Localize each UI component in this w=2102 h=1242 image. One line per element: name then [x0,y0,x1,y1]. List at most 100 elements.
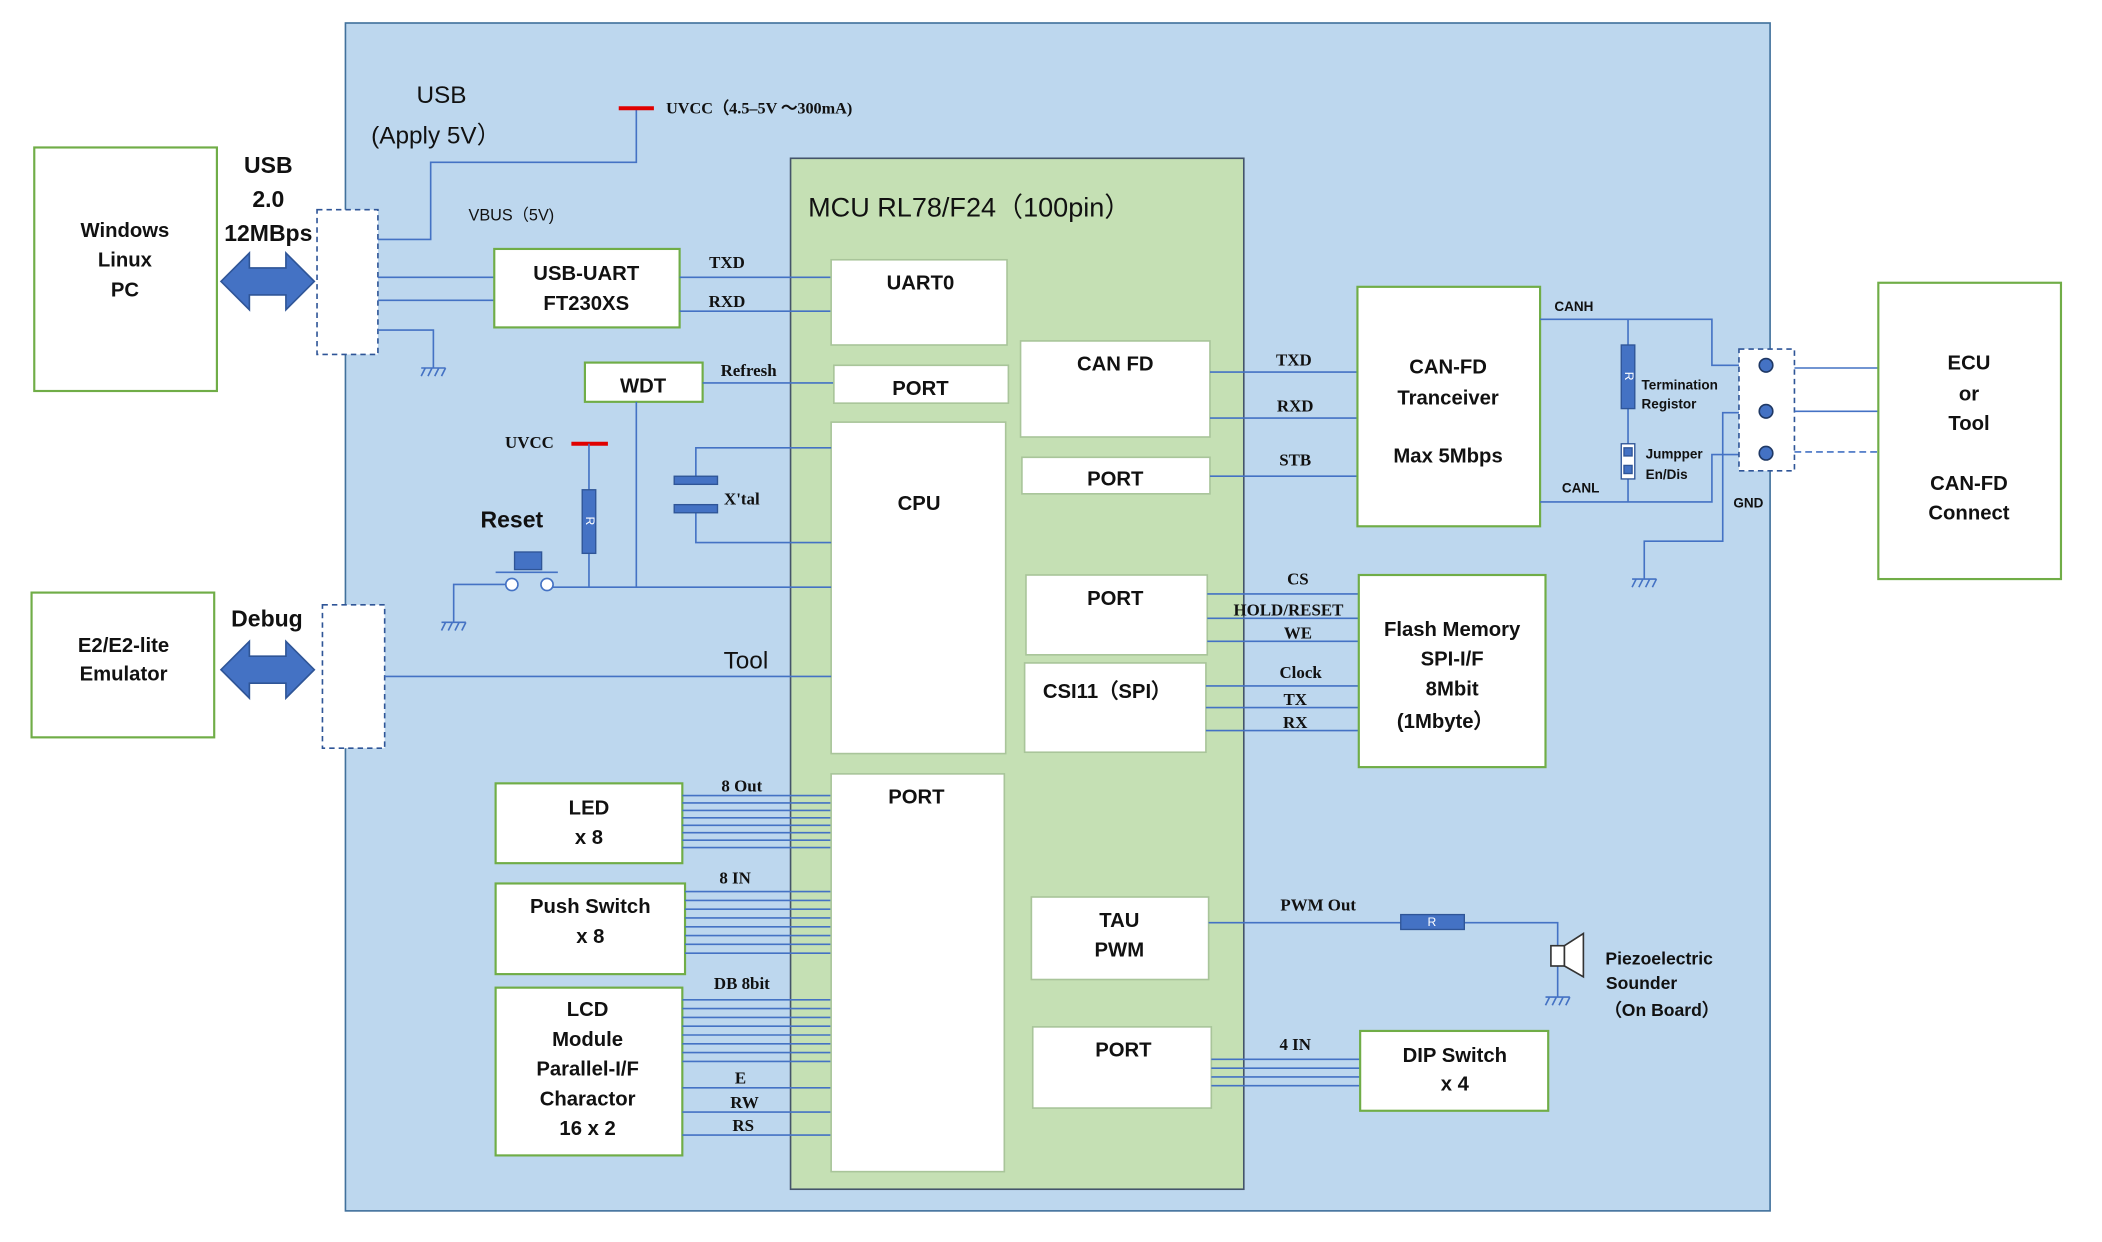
usb-uart-label-2: FT230XS [543,293,629,315]
usb-ground-wire [377,329,435,368]
uvcc-reset-label: UVCC [505,433,554,452]
led-label-2: x 8 [575,827,603,849]
led-bus-wires [682,794,832,849]
flash-tx-label: TX [1283,690,1307,709]
ground-icon [1631,578,1658,588]
port-stb-label: PORT [1087,469,1144,491]
port-io-block: PORT [830,773,1006,1173]
termination-resistor-label: R [1622,372,1636,381]
ground-icon [440,621,467,631]
port-stb-block: PORT [1021,456,1211,495]
usb-connector [316,208,379,356]
ecu-label-5: Connect [1928,503,2009,525]
debug-connector [321,603,386,749]
emulator-box: E2/E2-lite Emulator [30,591,216,739]
pwm-out-label: PWM Out [1280,896,1356,915]
can-wires [1209,371,1358,478]
reset-ground-wire [452,583,507,623]
tau-label-2: PWM [1095,940,1145,962]
lcd-rs-label: RS [732,1116,754,1135]
lcd-label-4: Charactor [540,1088,636,1110]
lcd-label-5: 16 x 2 [559,1118,615,1140]
host-pc-box: Windows Linux PC [33,146,218,393]
sounder-label-2: Sounder [1606,973,1677,993]
ecu-wires [1794,367,1879,413]
mcu-title: MCU RL78/F24（100pin） [808,192,1131,222]
canl-label: CANL [1562,480,1600,495]
termination-label-2: Registor [1642,397,1698,412]
dip-bus-label: 4 IN [1279,1035,1310,1054]
can-transceiver-label-3: Max 5Mbps [1393,446,1502,468]
usb-link-label-3: 12MBps [224,220,312,246]
jumper-label-1: Jumpper [1646,447,1704,462]
can-connector-pin-icon [1758,445,1774,461]
ecu-box: ECU or Tool CAN-FD Connect [1877,281,2063,581]
port-dip-label: PORT [1095,1040,1152,1062]
reset-resistor-icon [581,489,597,555]
uart-txd-label: TXD [709,253,745,272]
usb-link-label-2: 2.0 [252,186,284,212]
lcd-bus-label: DB 8bit [714,974,770,993]
flash-label-3: 8Mbit [1426,678,1479,700]
jumper-icon [1620,443,1636,480]
refresh-label: Refresh [721,361,778,380]
push-switch-label-1: Push Switch [530,896,651,918]
reset-label: Reset [481,507,544,533]
usb-link-label-1: USB [244,152,293,178]
canl-wire [1540,453,1739,503]
usb-power-label-1: USB [416,82,466,109]
tool-label: Tool [724,647,769,674]
flash-label-4: (1Mbyte） [1397,710,1494,733]
canh-wire [1540,318,1739,367]
led-label-1: LED [569,797,610,819]
xtal-plate-icon [673,503,719,514]
port-io-label: PORT [888,787,945,809]
flash-we-label: WE [1284,624,1312,643]
termination-label-1: Termination [1642,378,1718,393]
ecu-label-3: Tool [1948,413,1989,435]
cpu-block: CPU [830,421,1007,755]
port-wdt-label: PORT [892,378,949,400]
port-flash-label: PORT [1087,588,1144,610]
reset-switch-contact-icon [504,577,519,592]
termination-resistor-icon [1620,344,1636,410]
ecu-label-4: CAN-FD [1930,473,2008,495]
host-pc-label-2: Linux [98,250,153,272]
push-switch-box: Push Switch x 8 [494,882,687,976]
debug-label: Debug [231,605,303,631]
dip-label-2: x 4 [1441,1073,1470,1095]
can-transceiver-label-1: CAN-FD [1409,356,1487,378]
can-connector-pin-icon [1758,403,1774,419]
vbus-wire [377,108,638,241]
usb-data-wires [377,276,495,302]
pwm-wire [1208,921,1559,998]
ground-icon [420,367,447,377]
push-bus-label: 8 IN [719,868,750,887]
can-fd-label: CAN FD [1077,354,1154,376]
cpu-label: CPU [898,493,941,515]
usb-uart-box: USB-UART FT230XS [493,247,681,329]
can-gnd-wire [1643,411,1739,580]
jumper-label-2: En/Dis [1646,467,1688,482]
gnd-label: GND [1733,495,1763,510]
ecu-label-1: ECU [1948,352,1991,374]
dip-label-1: DIP Switch [1403,1045,1507,1067]
uart-rxd-label: RXD [709,292,746,311]
wdt-box: WDT [583,361,704,403]
port-wdt-block: PORT [833,364,1010,404]
sounder-label-1: Piezoelectric [1605,949,1713,969]
usb-uart-label-1: USB-UART [533,263,640,285]
vbus-label: VBUS（5V) [469,207,555,225]
port-dip-block: PORT [1031,1026,1213,1109]
lcd-e-label: E [735,1069,746,1088]
reset-switch-contact-icon [540,577,554,592]
uart0-block: UART0 [830,258,1008,346]
lcd-label-2: Module [552,1029,623,1051]
canh-label: CANH [1554,299,1593,314]
pwm-resistor-label: R [1427,915,1436,929]
ecu-label-2: or [1959,383,1979,405]
debug-double-arrow-icon [219,639,316,701]
push-bus-wires [685,890,832,954]
uart-wires [679,276,832,312]
sounder-label-3: （On Board） [1604,1000,1719,1020]
